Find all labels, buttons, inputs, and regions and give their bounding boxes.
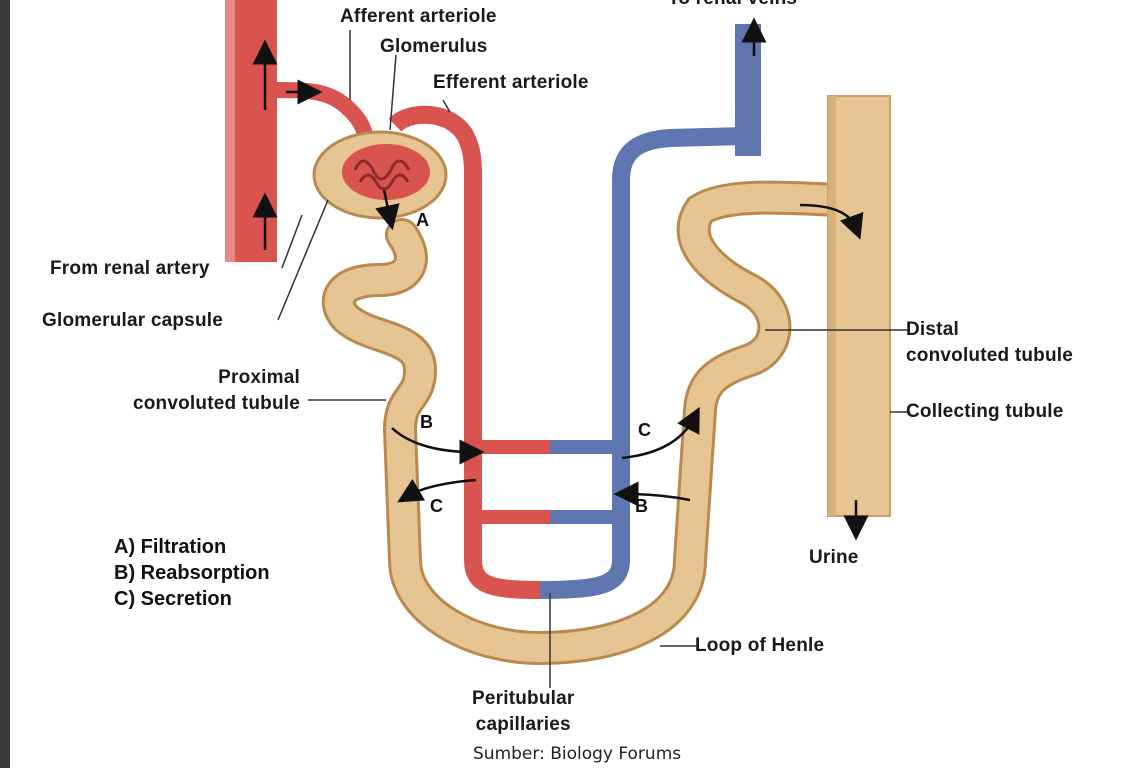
- diagram-slide: To renal veins Afferent arteriole Glomer…: [10, 0, 1144, 768]
- legend-filtration: A) Filtration: [114, 536, 227, 558]
- source-caption: Sumber: Biology Forums: [473, 744, 682, 764]
- glomerulus-label: Glomerulus: [380, 36, 488, 57]
- urine-label: Urine: [809, 547, 859, 568]
- from-renal-artery-label: From renal artery: [50, 258, 210, 279]
- proximal-line-1: Proximal: [218, 367, 300, 388]
- legend-reabsorption: B) Reabsorption: [114, 562, 270, 584]
- glomerular-capsule-label: Glomerular capsule: [42, 310, 224, 331]
- proximal-line-2: convoluted tubule: [132, 393, 300, 414]
- letter-b-left: B: [420, 412, 433, 432]
- afferent-arteriole-label: Afferent arteriole: [340, 6, 497, 27]
- renal-vein: [735, 24, 761, 156]
- distal-line-1: Distal: [906, 319, 959, 340]
- distal-line-2: convoluted tubule: [906, 345, 1074, 366]
- letter-c-right: C: [638, 420, 651, 440]
- process-legend: A) Filtration B) Reabsorption C) Secreti…: [114, 534, 270, 612]
- loop-of-henle-label: Loop of Henle: [695, 635, 825, 656]
- bridge-vein-1: [550, 440, 620, 454]
- venous-capillary: [612, 127, 746, 560]
- collecting-tubule: [827, 95, 891, 517]
- legend-secretion: C) Secretion: [114, 588, 232, 610]
- proximal-convoluted-tubule-label: Proximal convoluted tubule: [54, 365, 300, 417]
- efferent-arteriole: [388, 105, 541, 599]
- capillary-bottom-vein: [539, 559, 630, 599]
- efferent-arteriole-label: Efferent arteriole: [433, 72, 589, 93]
- nephron-diagram: [225, 0, 910, 688]
- peritubular-line-2: capillaries: [475, 714, 571, 735]
- letter-a: A: [416, 210, 429, 230]
- peritubular-capillaries-label: Peritubular capillaries: [472, 686, 575, 738]
- peritubular-line-1: Peritubular: [472, 688, 575, 709]
- leader-lines: [277, 30, 910, 688]
- collecting-tubule-label: Collecting tubule: [906, 401, 1064, 422]
- letter-c-left: C: [430, 496, 443, 516]
- glomerular-capsule: [312, 130, 448, 220]
- renal-artery: [225, 0, 277, 262]
- distal-convoluted-tubule-label: Distal convoluted tubule: [906, 317, 1073, 369]
- to-renal-veins-label: To renal veins: [668, 0, 797, 12]
- bridge-vein-2: [550, 510, 620, 524]
- nephron-tubule-fill: [324, 183, 859, 663]
- flow-arrows: [252, 17, 869, 541]
- letter-b-right: B: [635, 496, 648, 516]
